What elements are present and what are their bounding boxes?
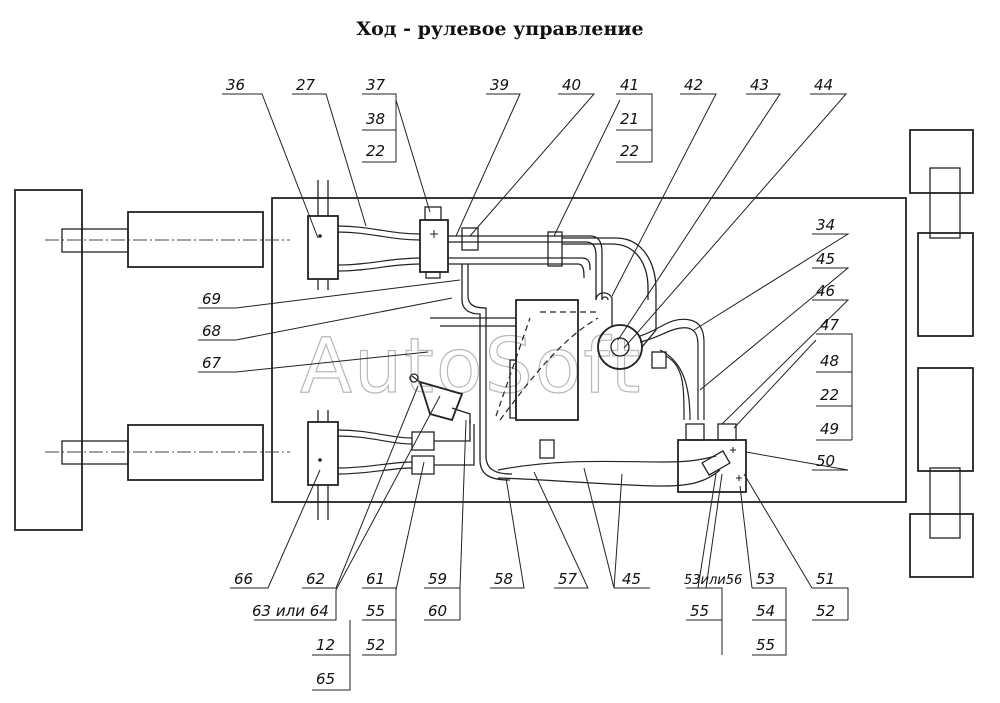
label-66: 66 [234, 570, 253, 588]
label-43: 43 [750, 76, 769, 94]
label-39: 39 [490, 76, 509, 94]
label-51: 51 [816, 570, 835, 588]
label-59: 59 [428, 570, 447, 588]
label-55-a: 55 [366, 602, 385, 620]
label-41: 41 [620, 76, 639, 94]
cylinder-top [307, 180, 339, 290]
left-track-assembly [14, 189, 290, 531]
label-62: 62 [306, 570, 325, 588]
gear-pump [595, 292, 657, 370]
label-46: 46 [816, 282, 835, 300]
label-40: 40 [562, 76, 581, 94]
label-44: 44 [814, 76, 833, 94]
label-58: 58 [494, 570, 513, 588]
label-69: 69 [202, 290, 221, 308]
distribution-block [419, 206, 449, 279]
label-22-c: 22 [820, 386, 839, 404]
label-36: 36 [226, 76, 245, 94]
label-60: 60 [428, 602, 447, 620]
label-53: 53 [756, 570, 775, 588]
label-37: 37 [366, 76, 386, 94]
label-52-a: 52 [366, 636, 385, 654]
right-wheel-assembly [909, 129, 974, 578]
oil-tank [677, 423, 747, 493]
tank-hoses [639, 318, 705, 421]
label-65: 65 [316, 670, 335, 688]
label-53-or-56: 53или56 [684, 573, 742, 588]
label-54: 54 [756, 602, 775, 620]
pump-assembly [430, 299, 600, 421]
label-21: 21 [620, 110, 639, 128]
label-22-a: 22 [366, 142, 385, 160]
label-45-b: 45 [622, 570, 641, 588]
label-48: 48 [820, 352, 839, 370]
label-27: 27 [296, 76, 316, 94]
label-57: 57 [558, 570, 578, 588]
label-67: 67 [202, 354, 222, 372]
rigid-pipelines [448, 227, 657, 481]
label-55-b: 55 [690, 602, 709, 620]
label-47: 47 [820, 316, 840, 334]
label-49: 49 [820, 420, 839, 438]
steering-control [409, 373, 471, 424]
label-61: 61 [366, 570, 385, 588]
bottom-fittings [411, 431, 466, 475]
label-63-or-64: 63 или 64 [252, 602, 329, 620]
label-55-c: 55 [756, 636, 775, 654]
label-50: 50 [816, 452, 835, 470]
label-38: 38 [366, 110, 385, 128]
label-42: 42 [684, 76, 703, 94]
label-22-b: 22 [620, 142, 639, 160]
leader-lines [198, 93, 853, 691]
cylinder-hoses [337, 225, 421, 475]
watermark: AutoSoft [300, 321, 642, 410]
callout-labels: 36 27 37 38 22 39 40 41 21 22 42 43 44 3… [202, 76, 840, 688]
label-34: 34 [816, 216, 835, 234]
label-45-a: 45 [816, 250, 835, 268]
return-hose [497, 439, 731, 487]
label-68: 68 [202, 322, 221, 340]
diagram-title: Ход - рулевое управление [356, 18, 644, 40]
label-52-b: 52 [816, 602, 835, 620]
label-12: 12 [316, 636, 335, 654]
main-frame [271, 197, 907, 503]
cylinder-bottom [307, 410, 339, 520]
